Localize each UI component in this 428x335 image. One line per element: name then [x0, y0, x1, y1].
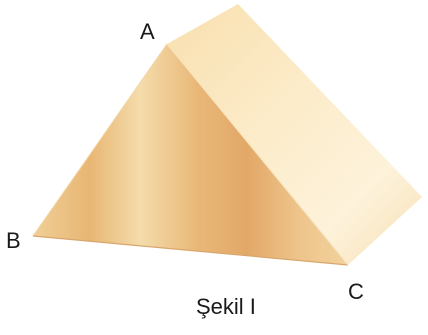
prism-side-face [167, 4, 422, 265]
vertex-label-a: A [140, 19, 155, 44]
edge-ac [166, 43, 349, 266]
edge-bc [32, 235, 349, 266]
vertex-label-c: C [348, 279, 364, 304]
vertex-label-b: B [6, 228, 21, 253]
edge-ab [32, 43, 168, 237]
figure-caption: Şekil I [196, 294, 256, 319]
prism-front-face [33, 44, 348, 265]
